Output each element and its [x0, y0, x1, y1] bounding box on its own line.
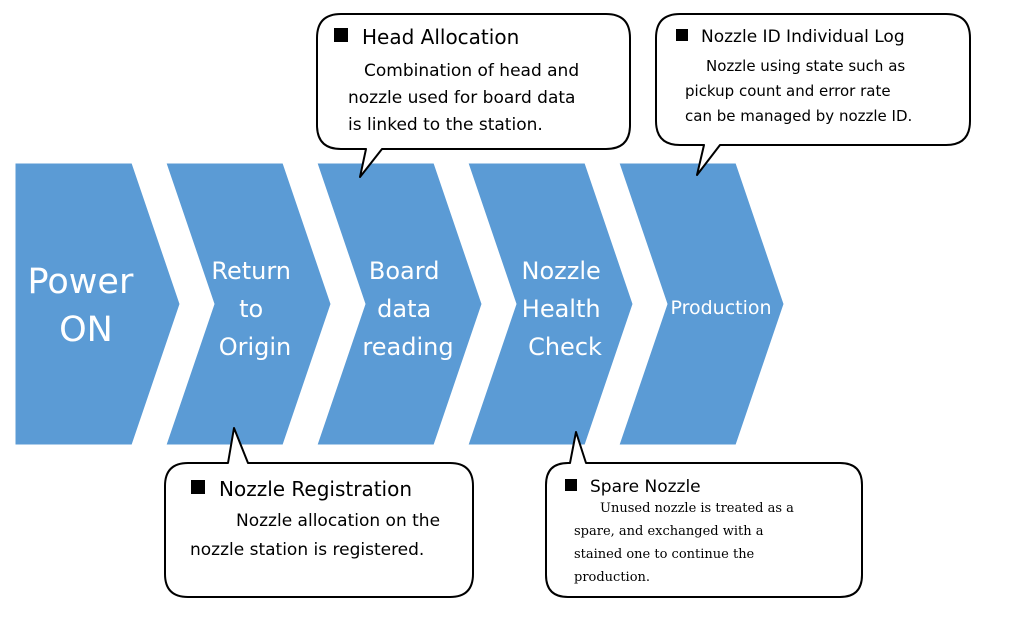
callout-text: Combination of head and nozzle used for …: [348, 61, 585, 135]
callout-text: Nozzle allocation on the nozzle station …: [190, 511, 445, 560]
process-steps: Power ON Return to Origin Board data rea…: [14, 162, 785, 446]
step-chevron: [316, 162, 483, 446]
callout-head-allocation: Head Allocation Combination of head and …: [316, 13, 631, 178]
black-square-bullet-icon: [191, 480, 205, 494]
step-board-data-reading: Board data reading: [316, 162, 483, 446]
callout-bubble: [545, 431, 863, 598]
step-power-on: Power ON: [14, 162, 181, 446]
black-square-bullet-icon: [565, 479, 577, 491]
step-chevron: [14, 162, 181, 446]
step-label: Power ON: [28, 262, 145, 350]
step-production: Production: [618, 162, 785, 446]
callout-bubble: [164, 427, 474, 598]
black-square-bullet-icon: [334, 28, 348, 42]
callouts: Head Allocation Combination of head and …: [164, 13, 971, 598]
step-label: Production: [670, 297, 771, 319]
callout-text: Nozzle using state such as pickup count …: [685, 57, 912, 125]
step-chevron: [165, 162, 332, 446]
callout-title: Nozzle Registration: [219, 477, 412, 501]
step-label: Nozzle Health Check: [522, 257, 609, 361]
callout-bubble: [655, 13, 971, 176]
step-label: Board data reading: [362, 257, 453, 361]
callout-text: Unused nozzle is treated as a spare, and…: [574, 501, 798, 585]
callout-title: Spare Nozzle: [590, 477, 701, 497]
step-chevron: [467, 162, 634, 446]
callout-title: Nozzle ID Individual Log: [701, 27, 905, 47]
callout-title: Head Allocation: [362, 25, 519, 49]
step-nozzle-health-check: Nozzle Health Check: [467, 162, 634, 446]
callout-nozzle-registration: Nozzle Registration Nozzle allocation on…: [164, 427, 474, 598]
black-square-bullet-icon: [676, 29, 688, 41]
step-return-to-origin: Return to Origin: [165, 162, 332, 446]
callout-bubble: [316, 13, 631, 178]
callout-spare-nozzle: Spare Nozzle Unused nozzle is treated as…: [545, 431, 863, 598]
step-chevron: [618, 162, 785, 446]
step-label: Return to Origin: [211, 257, 298, 361]
callout-nozzle-id-log: Nozzle ID Individual Log Nozzle using st…: [655, 13, 971, 176]
